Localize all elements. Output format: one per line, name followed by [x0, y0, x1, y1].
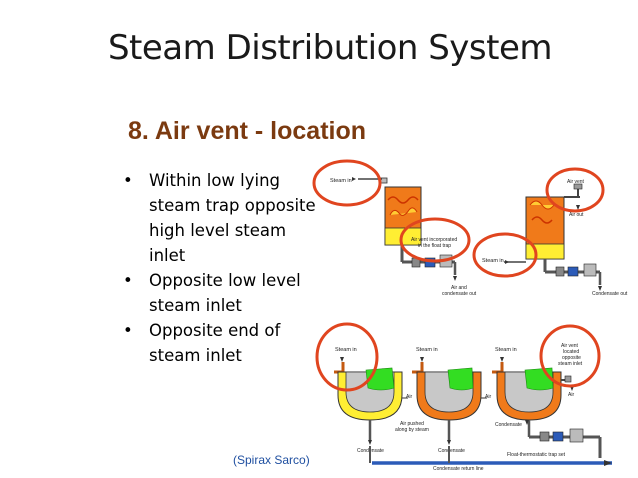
label-return-line: Condensate return line: [433, 466, 484, 472]
highlight-circle: [539, 324, 601, 388]
label-steam-in-1: Steam in: [335, 347, 357, 353]
bullet-list: • Within low lying steam trap opposite hi…: [117, 168, 317, 368]
highlight-circle: [312, 159, 382, 207]
label-steam-in-right: Steam in: [482, 258, 504, 264]
arrow-down-icon: [576, 205, 580, 210]
label-trap-set: Float-thermostatic trap set: [507, 452, 566, 458]
arrow-right-icon: [604, 460, 612, 466]
label-air-vent-incorporated: Air vent incorporated: [411, 237, 457, 243]
label-air-3: Air: [568, 392, 574, 398]
source-credit: (Spirax Sarco): [233, 453, 310, 467]
arrow-down-icon: [340, 357, 344, 362]
label-air-vent: Air vent: [567, 179, 585, 185]
bullet-text: Opposite low level steam inlet: [149, 271, 301, 315]
top-left-trap-diagram: Steam in Air vent incorporated in the fl…: [312, 159, 477, 297]
label-air-2: Air: [485, 394, 491, 400]
arrow-right-icon: [352, 177, 356, 181]
top-right-vent-diagram: Air vent Air out Steam in Condensate out: [472, 167, 628, 297]
bullet-item: • Within low lying steam trap opposite hi…: [117, 168, 317, 268]
arrow-down-icon: [447, 440, 451, 445]
bullet-item: • Opposite low level steam inlet: [117, 268, 317, 318]
arrow-down-icon: [453, 276, 457, 281]
label-air-pushed: Air pushed: [400, 421, 424, 427]
label-steam-in-2: Steam in: [416, 347, 438, 353]
label-in-float-trap: in the float trap: [418, 243, 451, 249]
label-steam-in: Steam in: [330, 178, 352, 184]
bullet-text: Opposite end of steam inlet: [149, 321, 281, 365]
label-air-vent-1: Air vent: [561, 343, 579, 349]
label-air-out: Air out: [569, 212, 584, 218]
label-along-by-steam: along by steam: [395, 427, 429, 433]
bottom-pans-diagram: Steam in Air Condensate Steam in Air Con…: [315, 322, 612, 472]
page-title: Steam Distribution System: [107, 28, 553, 68]
label-steam-in-3: Steam in: [495, 347, 517, 353]
highlight-circle: [315, 322, 379, 392]
label-condensate-out: condensate out: [442, 291, 477, 297]
label-air-vent-3: opposite: [562, 355, 581, 361]
label-air-vent-2: located: [563, 349, 579, 355]
arrow-down-icon: [420, 357, 424, 362]
label-air-and: Air and: [451, 285, 467, 291]
label-air-vent-4: steam inlet: [558, 361, 583, 367]
highlight-circle: [399, 217, 471, 263]
arrow-right-icon: [505, 260, 509, 264]
label-condensate-2: Condensate: [438, 448, 465, 454]
section-title: 8. Air vent - location: [128, 117, 367, 145]
arrow-down-icon: [598, 286, 602, 291]
label-condensate-3: Condensate: [495, 422, 522, 428]
bullet-text: Within low lying steam trap opposite hig…: [149, 171, 316, 265]
arrow-down-icon: [500, 357, 504, 362]
bullet-dot-icon: •: [123, 271, 133, 290]
highlight-circle: [472, 232, 538, 278]
label-air-1: Air: [406, 394, 412, 400]
arrow-down-icon: [525, 420, 529, 425]
bullet-item: • Opposite end of steam inlet: [117, 318, 317, 368]
bullet-dot-icon: •: [123, 321, 133, 340]
label-condensate-out-right: Condensate out: [592, 291, 628, 297]
highlight-circle: [545, 167, 605, 213]
bullet-dot-icon: •: [123, 171, 133, 190]
arrow-down-icon: [368, 440, 372, 445]
